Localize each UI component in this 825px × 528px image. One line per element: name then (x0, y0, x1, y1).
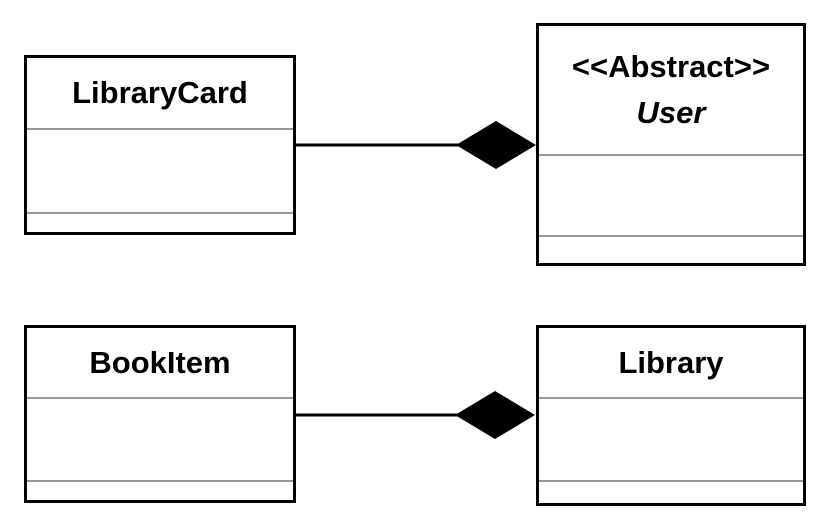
attributes-compartment (539, 154, 803, 235)
class-title-compartment: Library (539, 328, 803, 397)
class-name-bookitem: BookItem (89, 344, 231, 380)
class-title-compartment: LibraryCard (27, 58, 293, 128)
class-box-librarycard: LibraryCard (24, 55, 296, 235)
class-title-compartment: BookItem (27, 328, 293, 397)
attributes-compartment (27, 397, 293, 480)
class-stereotype-abstract: <<Abstract>> (571, 49, 771, 85)
class-name-librarycard: LibraryCard (72, 75, 248, 111)
composition-diamond-icon-library (455, 391, 535, 439)
composition-diamond-icon-user (456, 121, 536, 169)
operations-compartment (27, 480, 293, 500)
attributes-compartment (27, 128, 293, 212)
class-box-library: Library (536, 325, 806, 506)
class-name-library: Library (618, 344, 724, 380)
operations-compartment (27, 212, 293, 232)
class-box-bookitem: BookItem (24, 325, 296, 503)
operations-compartment (539, 480, 803, 503)
class-title-compartment: <<Abstract>> User (539, 26, 803, 154)
operations-compartment (539, 235, 803, 263)
class-box-user: <<Abstract>> User (536, 23, 806, 266)
attributes-compartment (539, 397, 803, 480)
class-name-user: User (636, 95, 706, 130)
